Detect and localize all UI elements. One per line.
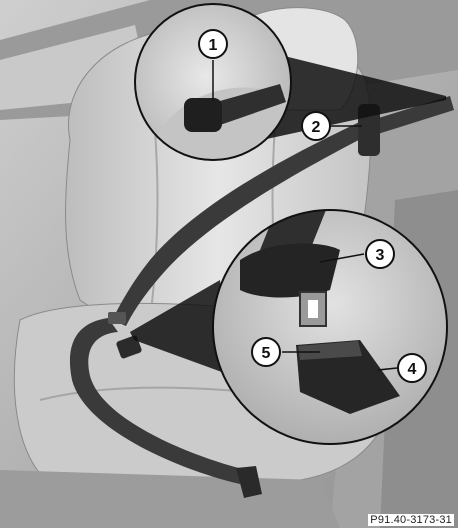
callout-4-label: 4: [408, 361, 417, 378]
callout-2: 2: [302, 112, 330, 140]
figure-reference-code: P91.40-3173-31: [368, 514, 454, 526]
callout-3: 3: [366, 240, 394, 268]
callout-1: 1: [199, 30, 227, 58]
callout-5: 5: [252, 338, 280, 366]
callout-4: 4: [398, 354, 426, 382]
callout-2-label: 2: [312, 119, 321, 136]
latch-plate-small: [108, 312, 126, 324]
callout-3-label: 3: [376, 247, 385, 264]
callout-5-label: 5: [262, 345, 271, 362]
callout-1-label: 1: [209, 37, 218, 54]
